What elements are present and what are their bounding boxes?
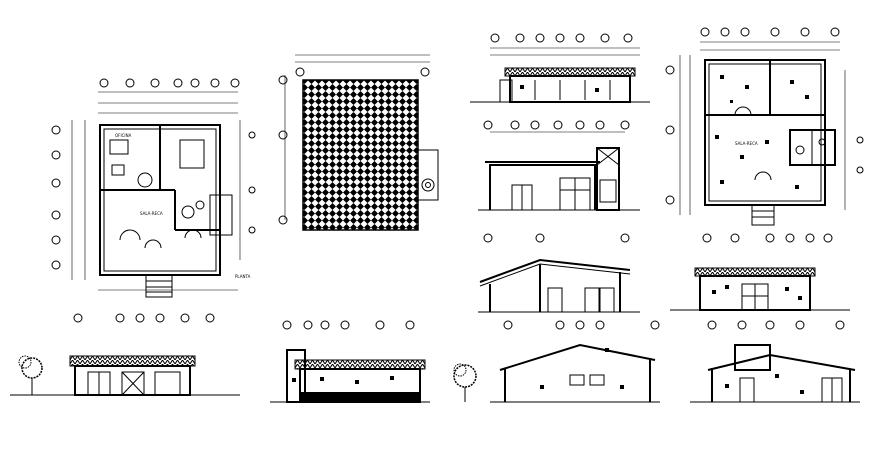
elevation-bottom-3 <box>490 320 660 403</box>
room-label-b: SALA-RECA <box>140 211 163 216</box>
elevation-bottom-2 <box>270 320 430 403</box>
section-middle-1 <box>478 120 640 211</box>
elevation-bottom-left <box>10 313 240 396</box>
room-label-a: OFICINA <box>115 133 132 138</box>
elevation-right-middle <box>670 233 850 311</box>
roof-plan <box>278 54 439 231</box>
floor-plan-left: OFICINA SALA-RECA PLANTA <box>51 78 256 298</box>
room-label-right: SALA-RECA <box>735 141 758 146</box>
plan-title-left: PLANTA <box>235 274 251 279</box>
elevation-top-middle <box>470 33 650 103</box>
section-middle-2 <box>478 233 640 313</box>
elevation-bottom-right <box>690 320 860 403</box>
floor-plan-right: SALA-RECA <box>665 27 864 226</box>
tree-bottom-middle <box>453 363 477 402</box>
